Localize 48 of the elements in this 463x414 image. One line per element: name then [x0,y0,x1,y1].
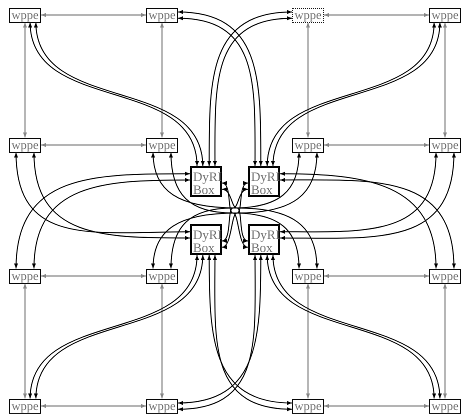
double-arrow [306,22,310,138]
curved-arrow [222,152,319,248]
curved-arrow [169,152,248,248]
double-arrow [41,274,146,278]
double-arrow [41,404,146,408]
process-box: wppe [146,398,178,414]
double-arrow [23,284,27,398]
curved-arrow [32,178,190,269]
process-box: wppe [292,138,324,152]
curved-arrow [280,178,456,269]
process-box: wppe [9,398,41,414]
curved-arrow [32,152,190,240]
process-box: wppe [292,268,324,284]
curved-arrow [151,152,248,242]
process-box: wppe [146,268,178,284]
double-arrow [443,22,447,138]
process-box: wppe [292,398,324,414]
double-arrow [324,143,429,147]
double-arrow [443,284,447,398]
process-box: wppe [429,8,461,22]
process-box: wppe [429,138,461,152]
double-arrow [324,274,429,278]
curved-arrow [280,172,438,269]
curved-arrow [169,188,248,269]
process-box: wppe [292,8,324,22]
process-box: wppe [9,138,41,152]
double-arrow [23,22,27,138]
double-arrow [324,13,429,17]
process-box: wppe [9,8,41,22]
double-arrow [160,284,164,398]
double-arrow [41,13,146,17]
curved-arrow [14,152,190,234]
curved-arrow [151,182,248,269]
process-box: wppe [9,268,41,284]
curved-arrow [222,182,301,269]
curved-arrow [280,152,456,240]
curved-arrow [222,188,319,269]
double-arrow [324,404,429,408]
curved-arrow [14,172,190,269]
double-arrow [41,143,146,147]
process-box: wppe [146,8,178,22]
process-box: wppe [429,268,461,284]
double-arrow [306,284,310,398]
process-box: wppe [429,398,461,414]
double-arrow [160,22,164,138]
process-box: wppe [146,138,178,152]
curved-arrow [222,152,301,242]
curved-arrow [280,152,438,234]
